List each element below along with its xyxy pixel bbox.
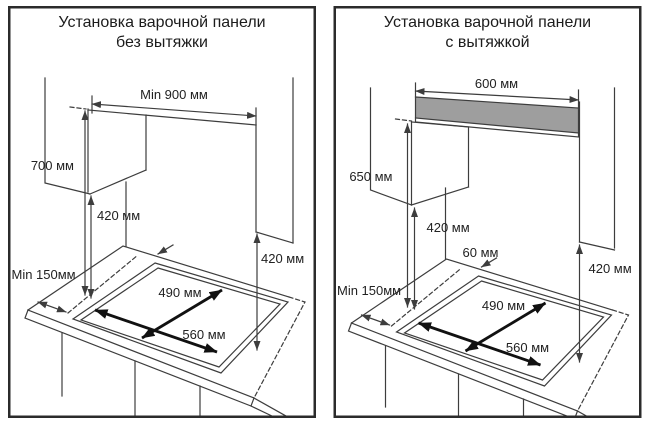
cabinets-outline bbox=[369, 87, 616, 260]
cutout-width-arrow bbox=[94, 308, 218, 354]
dim-label-560: 560 мм bbox=[182, 327, 225, 342]
panel-border bbox=[8, 6, 316, 418]
dim-label-700: 700 мм bbox=[31, 158, 74, 173]
hood-level-dashed-line bbox=[394, 118, 413, 122]
worktop-right-edge-dashed bbox=[253, 296, 306, 399]
cutout-inner bbox=[403, 280, 605, 381]
right-cabinet-underside bbox=[578, 241, 616, 251]
panel-border bbox=[333, 6, 642, 418]
hood-bottom-flange bbox=[414, 117, 580, 138]
left-wall-edge bbox=[369, 87, 413, 206]
hood-level-dashed-line bbox=[69, 106, 87, 110]
dim-label-150: Min 150мм bbox=[12, 267, 76, 282]
cutout-width-arrow bbox=[418, 321, 541, 367]
dim-label-420-left: 420 мм bbox=[97, 208, 140, 223]
cutout-outer bbox=[71, 262, 290, 374]
dim-label-60: 60 мм bbox=[463, 245, 499, 260]
dim-top-width-arrow bbox=[91, 101, 257, 119]
panel-title-line1: Установка варочной панели bbox=[384, 14, 591, 31]
back-gap-arrow bbox=[157, 244, 174, 255]
dim-150-arrow bbox=[360, 314, 391, 326]
worktop-thickness bbox=[347, 322, 579, 418]
worktop bbox=[24, 245, 306, 418]
dim-label-top-width: Min 900 мм bbox=[140, 87, 208, 102]
hood-body bbox=[414, 96, 580, 134]
cutout-inner bbox=[79, 267, 282, 368]
dim-label-560: 560 мм bbox=[506, 340, 549, 355]
dim-label-490: 490 мм bbox=[482, 298, 525, 313]
dim-label-150: Min 150мм bbox=[337, 283, 401, 298]
base-cabinet-side bbox=[250, 405, 275, 418]
back-gap-arrow bbox=[480, 257, 498, 268]
left-cabinet-underside bbox=[89, 169, 147, 195]
worktop-back-edges bbox=[350, 258, 614, 324]
panel-with-hood: Установка варочной панели с вытяжкой 600… bbox=[333, 6, 642, 418]
dim-label-650: 650 мм bbox=[349, 169, 392, 184]
panel-title-line1: Установка варочной панели bbox=[58, 14, 265, 31]
cutout-offset-dashed bbox=[390, 267, 463, 327]
panel-title-line2: без вытяжки bbox=[116, 34, 208, 51]
panel-title-line2: с вытяжкой bbox=[445, 34, 529, 51]
cutout-offset-dashed bbox=[67, 254, 139, 314]
panel-without-hood: Установка варочной панели без вытяжки Mi… bbox=[8, 6, 316, 418]
worktop-thickness bbox=[24, 309, 255, 407]
dim-hood-width-arrow bbox=[414, 88, 580, 103]
dim-150-arrow bbox=[37, 301, 67, 313]
dim-label-490: 490 мм bbox=[158, 285, 201, 300]
cutout-outer bbox=[395, 275, 613, 387]
dimensions bbox=[37, 95, 261, 351]
worktop-front-edge bbox=[350, 322, 579, 412]
cabinets-outline bbox=[44, 77, 294, 247]
upper-cabinet-bottom-line bbox=[87, 109, 257, 126]
dim-label-420-left: 420 мм bbox=[427, 220, 470, 235]
worktop bbox=[347, 257, 630, 418]
dim-label-420-right: 420 мм bbox=[589, 261, 632, 276]
left-cabinet-underside bbox=[410, 186, 470, 206]
left-wall-edge bbox=[44, 77, 91, 195]
right-cabinet-underside bbox=[255, 231, 294, 244]
base-cabinet-side bbox=[576, 410, 592, 418]
base-cabinet-side bbox=[253, 397, 287, 417]
worktop-front-edge bbox=[27, 309, 255, 399]
dim-label-hood-width: 600 мм bbox=[475, 76, 518, 91]
worktop-back-edges bbox=[27, 245, 290, 311]
worktop-right-edge-dashed bbox=[576, 309, 630, 412]
dim-label-420-right: 420 мм bbox=[261, 251, 304, 266]
